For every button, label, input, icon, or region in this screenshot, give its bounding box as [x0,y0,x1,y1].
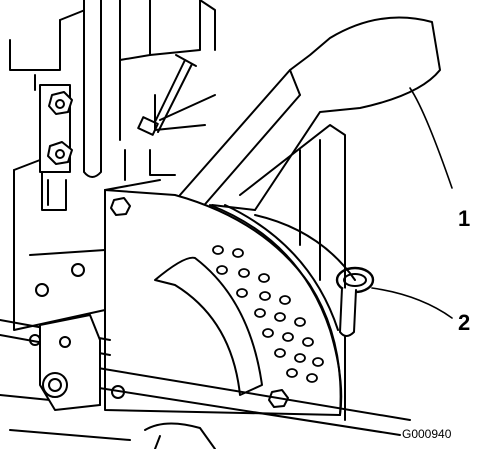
bottom-cylinder [144,422,216,449]
arc-slot [154,256,263,396]
adjustment-hole [216,265,228,275]
vertical-rod [83,0,102,178]
adjustment-hole [274,348,286,358]
leader-line-2 [371,287,453,319]
adjustment-hole [294,353,306,363]
adjustment-hole [294,317,306,327]
figure-code: G000940 [402,427,452,441]
lower-bolt-head [42,372,68,398]
adjustment-hole [259,291,271,301]
adjustment-hole [262,328,274,338]
left-bracket [39,84,73,211]
callout-label-2: 2 [458,310,471,335]
adjustment-holes [212,245,324,383]
leader-line-1 [409,87,453,189]
handle-lever [179,16,441,211]
angled-bolt [137,54,197,136]
adjustment-hole [212,245,224,255]
adjustment-hole [306,373,318,383]
adjustment-hole [286,368,298,378]
bracket-bolt-bottom [47,141,73,165]
adjustment-hole [232,248,244,258]
sector-plate [104,189,343,416]
adjustment-hole [302,337,314,347]
adjustment-hole [282,332,294,342]
adjustment-hole [254,308,266,318]
adjustment-hole [274,312,286,322]
adjustment-hole [312,357,324,367]
bracket-bolt-top [48,91,73,115]
callout-label-1: 1 [458,206,471,231]
hitch-pin [335,266,375,337]
adjustment-hole [238,268,250,278]
plate-bolts [110,197,289,408]
background-frame [9,0,216,141]
lower-bracket [29,314,101,411]
adjustment-hole [279,295,291,305]
adjustment-hole [258,273,270,283]
adjustment-hole [236,288,248,298]
